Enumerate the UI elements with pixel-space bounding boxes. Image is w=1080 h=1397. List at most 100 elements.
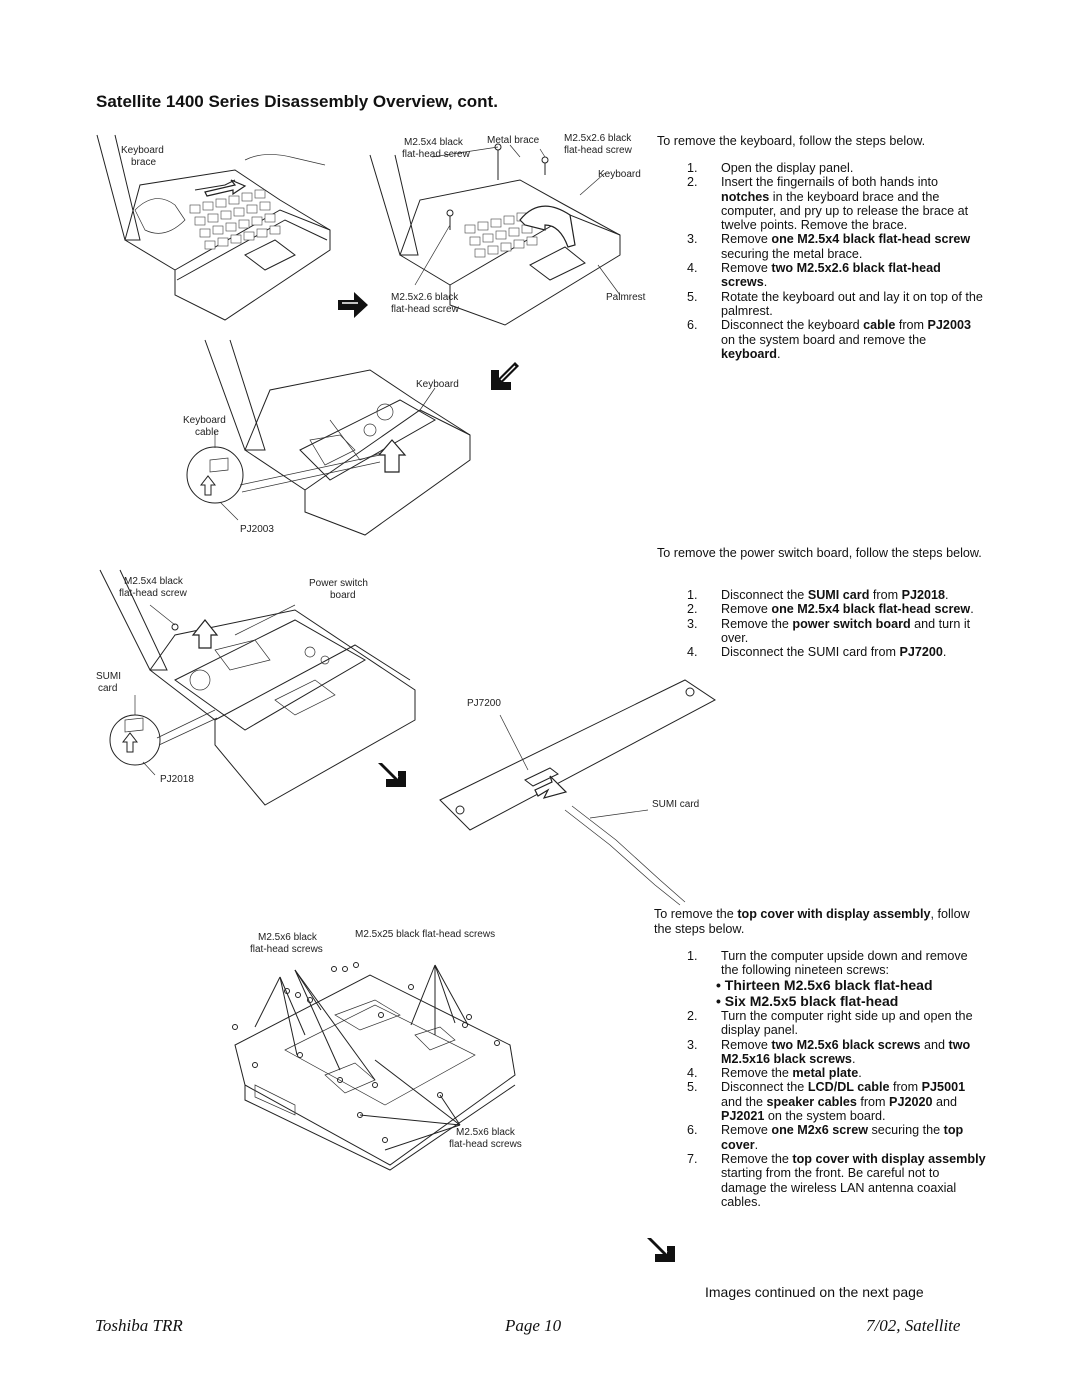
label-power-switch-board: Power switch board <box>309 578 368 601</box>
footer-page: Page 10 <box>505 1316 562 1335</box>
step-text: , follow the steps below. <box>654 907 970 936</box>
emphasis-text: LCD/DL cable <box>807 1080 890 1095</box>
step-text: securing the <box>868 1123 944 1138</box>
step-item: 3.Remove the power switch board and turn… <box>657 617 987 646</box>
step-text: Remove the <box>721 1151 793 1166</box>
step-text: Disconnect the <box>721 588 808 602</box>
step-number: 6. <box>687 318 698 333</box>
step-number: 7. <box>687 1151 698 1166</box>
step-text: Remove <box>721 261 772 276</box>
step-text: on the system board and remove the <box>721 332 927 347</box>
step-number: 2. <box>687 1009 698 1023</box>
arrow-down-left-icon <box>491 362 519 390</box>
step-text: Open the display panel. <box>721 161 854 175</box>
step-text: To remove the <box>654 907 738 921</box>
top-cover-steps: 2. Turn the computer right side up and op… <box>657 1009 987 1209</box>
emphasis-text: speaker cables <box>766 1094 857 1109</box>
bullet-thirteen-screws: • Thirteen M2.5x6 black flat-head <box>716 977 933 993</box>
arrow-down-right-icon <box>378 762 406 787</box>
step-text: Disconnect the keyboard <box>721 318 864 333</box>
power-switch-intro: To remove the power switch board, follow… <box>657 546 982 560</box>
step-text: from <box>895 318 928 333</box>
bullet-six-screws: • Six M2.5x5 black flat-head <box>716 993 899 1009</box>
step-text: Disconnect the <box>721 1080 808 1095</box>
step-text: . <box>754 1137 759 1152</box>
label-pj2003: PJ2003 <box>240 524 274 535</box>
step-text: on the system board. <box>764 1109 886 1124</box>
top-cover-intro: To remove the top cover with display ass… <box>654 907 979 936</box>
figure-keyboard-brace-removal <box>96 134 331 321</box>
step-text: . <box>858 1066 862 1081</box>
step-item: 6. Remove one M2x6 screw securing the top… <box>657 1123 987 1152</box>
label-pj2018: PJ2018 <box>160 774 194 785</box>
step-number: 5. <box>687 1080 698 1095</box>
step-item: 2.Remove one M2.5x4 black flat-head scre… <box>657 602 987 616</box>
step-text: starting from the front. Be careful not … <box>721 1166 957 1209</box>
step-text: from <box>856 1094 890 1109</box>
step-item: 7. Remove the top cover with display asse… <box>657 1152 987 1209</box>
label-m25x6-bottom: M2.5x6 black flat-head screws <box>449 1127 522 1150</box>
emphasis-text: PJ7200 <box>899 645 943 660</box>
emphasis-text: two M2.5x2.6 black flat-head screws <box>721 261 941 290</box>
label-keyboard-right: Keyboard <box>598 169 641 180</box>
label-keyboard-cable: Keyboard cable <box>183 415 226 438</box>
emphasis-text: PJ2021 <box>721 1109 765 1124</box>
step-number: 1. <box>687 161 698 175</box>
label-m25x26-screw-top: M2.5x2.6 black flat-head screw <box>564 133 632 156</box>
emphasis-text: PJ2003 <box>927 318 971 333</box>
step-number: 4. <box>687 261 698 276</box>
emphasis-text: PJ2018 <box>901 588 946 602</box>
emphasis-text: power switch board <box>792 616 911 631</box>
step-text: in the keyboard brace and the computer, … <box>721 189 969 233</box>
step-text: and <box>932 1094 957 1109</box>
step-number: 4. <box>687 1066 698 1081</box>
step-text: and the <box>721 1094 767 1109</box>
top-cover-step-1: 1.Turn the computer upside down and remo… <box>687 949 968 978</box>
step-text: Turn the computer right side up and open… <box>721 1009 973 1038</box>
step-item: 2. Turn the computer right side up and op… <box>657 1009 987 1038</box>
step-text: Remove <box>721 602 772 617</box>
footer-left: Toshiba TRR <box>95 1316 183 1335</box>
label-m25x25: M2.5x25 black flat-head screws <box>355 929 496 940</box>
step-text: Remove <box>721 1037 772 1052</box>
step-text: Remove the <box>721 1066 793 1081</box>
step-item: 3.Remove one M2.5x4 black flat-head scre… <box>657 232 987 261</box>
step-text: Remove <box>721 232 772 247</box>
step-item: 2.Insert the fingernails of both hands i… <box>657 175 987 232</box>
footer-right: 7/02, Satellite <box>866 1316 961 1335</box>
figure-metal-brace-removal <box>369 143 621 326</box>
emphasis-text: two M2.5x16 black screws <box>721 1037 971 1066</box>
step-number: 2. <box>687 175 698 190</box>
step-item: 4.Remove the metal plate. <box>657 1066 987 1080</box>
emphasis-text: PJ5001 <box>921 1080 966 1095</box>
emphasis-text: notches <box>721 189 770 204</box>
continued-note: Images continued on the next page <box>705 1284 924 1300</box>
step-number: 5. <box>687 289 698 304</box>
label-m25x4-screw: M2.5x4 black flat-head screw <box>402 137 470 160</box>
power-switch-steps: 1.Disconnect the SUMI card from PJ2018.2… <box>657 588 987 659</box>
step-number: 3. <box>687 616 698 631</box>
step-item: 3.Remove two M2.5x6 black screws and two… <box>657 1038 987 1067</box>
step-text: and turn it over. <box>721 616 971 645</box>
figure-top-cover-screws <box>232 962 516 1171</box>
step-number: 3. <box>687 232 698 247</box>
step-number: 4. <box>687 645 698 660</box>
step-text: . <box>851 1051 856 1066</box>
step-text: . <box>945 588 949 602</box>
step-text: securing the metal brace. <box>721 246 863 261</box>
emphasis-text: top cover with display assembly <box>792 1151 986 1166</box>
emphasis-text: one M2.5x4 black flat-head screw <box>771 602 971 617</box>
step-item: 6. Disconnect the keyboard cable from PJ2… <box>657 318 987 361</box>
emphasis-text: cable <box>863 318 896 333</box>
step-text: Rotate the keyboard out and lay it on to… <box>721 289 983 318</box>
step-text: Remove <box>721 1123 772 1138</box>
label-metal-brace: Metal brace <box>487 135 540 146</box>
emphasis-text: one M2x6 screw <box>771 1123 869 1138</box>
step-number: 6. <box>687 1123 698 1138</box>
step-number: 3. <box>687 1037 698 1052</box>
step-text: Disconnect the SUMI card from <box>721 645 900 660</box>
step-item: 5. Disconnect the LCD/DL cable from PJ500… <box>657 1080 987 1123</box>
emphasis-text: top cover <box>721 1123 964 1152</box>
step-item: 1.Disconnect the SUMI card from PJ2018. <box>657 588 987 602</box>
emphasis-text: two M2.5x6 black screws <box>771 1037 921 1052</box>
